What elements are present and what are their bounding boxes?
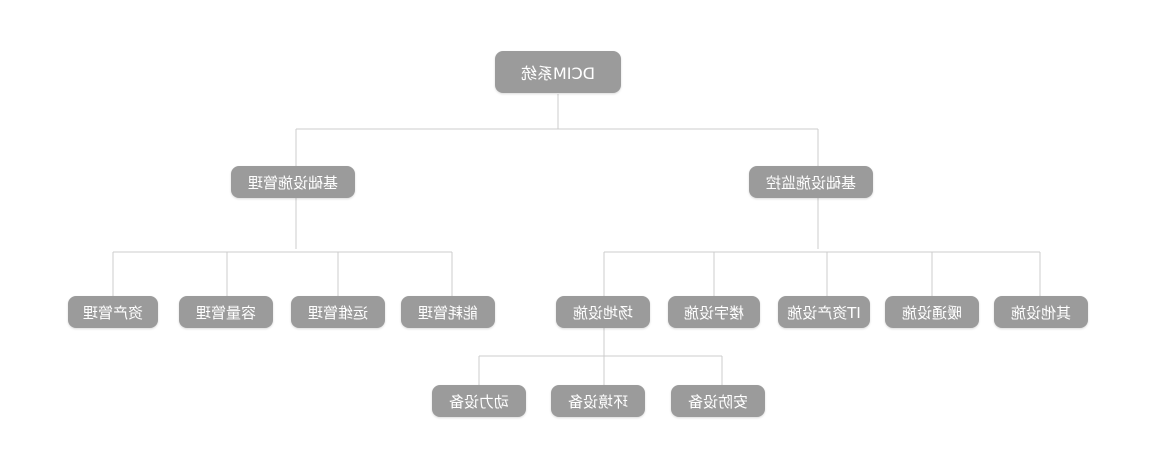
node-hvac-facilities: 暖通设施 [885,296,979,328]
connector-root [295,94,819,166]
management-connectors [112,198,453,296]
node-asset-management: 资产管理 [68,296,158,328]
node-infrastructure-management: 基础设施管理 [231,166,355,198]
node-security-equipment: 安防设备 [671,385,765,417]
node-capacity-management: 容量管理 [179,296,273,328]
connector-site [478,328,723,385]
node-it-asset-facilities: IT资产设施 [778,296,870,328]
root-connectors [295,94,819,166]
node-site-facilities: 场地设施 [556,296,650,328]
node-energy-management: 能耗管理 [401,296,495,328]
node-infrastructure-monitoring: 基础设施监控 [749,166,873,198]
node-power-equipment: 动力设备 [432,385,526,417]
site-connectors [478,328,723,385]
monitoring-connectors [603,198,1041,296]
node-dcim-system: DCIM系统 [495,51,621,93]
node-other-facilities: 其他设施 [994,296,1088,328]
node-building-facilities: 楼宇设施 [668,296,760,328]
node-operations-management: 运维管理 [291,296,385,328]
node-environment-equipment: 环境设备 [551,385,645,417]
connector-monitoring [603,198,1041,296]
connector-management [112,198,453,296]
